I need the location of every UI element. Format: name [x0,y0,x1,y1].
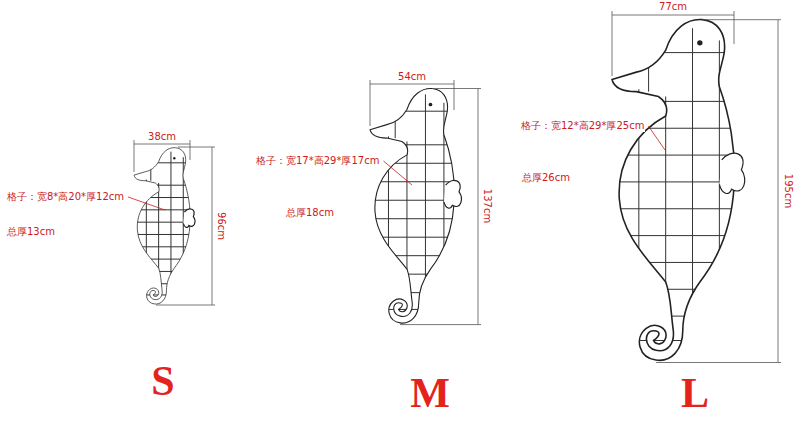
cell-size-note: 格子：宽17*高29*厚17cm [255,155,380,167]
dimension-line [134,140,190,172]
cell-size-note: 格子：宽12*高29*厚25cm [520,120,645,132]
dimension-label: 77cm [658,1,688,13]
seahorse-shelf [612,20,746,361]
leader-line [383,161,412,185]
seahorse-shelf [370,88,462,323]
cell-size-note: 格子：宽8*高20*厚12cm [6,191,125,203]
size-letter: S [150,358,175,404]
dimension-label: 38cm [147,131,177,143]
dimension-label: 195cm [782,173,794,209]
dimension-line [400,89,481,325]
leader-line [648,126,665,150]
dimension-line [656,20,781,363]
seahorse-shelf [134,148,196,304]
dimension-line [612,11,734,76]
dimension-label: 137cm [481,188,493,224]
dimension-label: 54cm [397,71,427,83]
size-letter: L [680,370,710,416]
dimension-line [370,80,454,126]
depth-note: 总厚13cm [6,226,56,238]
dimension-line [156,147,215,305]
depth-note: 总厚18cm [285,207,335,219]
size-letter: M [409,370,451,416]
leader-line [128,197,165,210]
depth-note: 总厚26cm [521,172,571,184]
dimension-label: 96cm [215,211,227,241]
